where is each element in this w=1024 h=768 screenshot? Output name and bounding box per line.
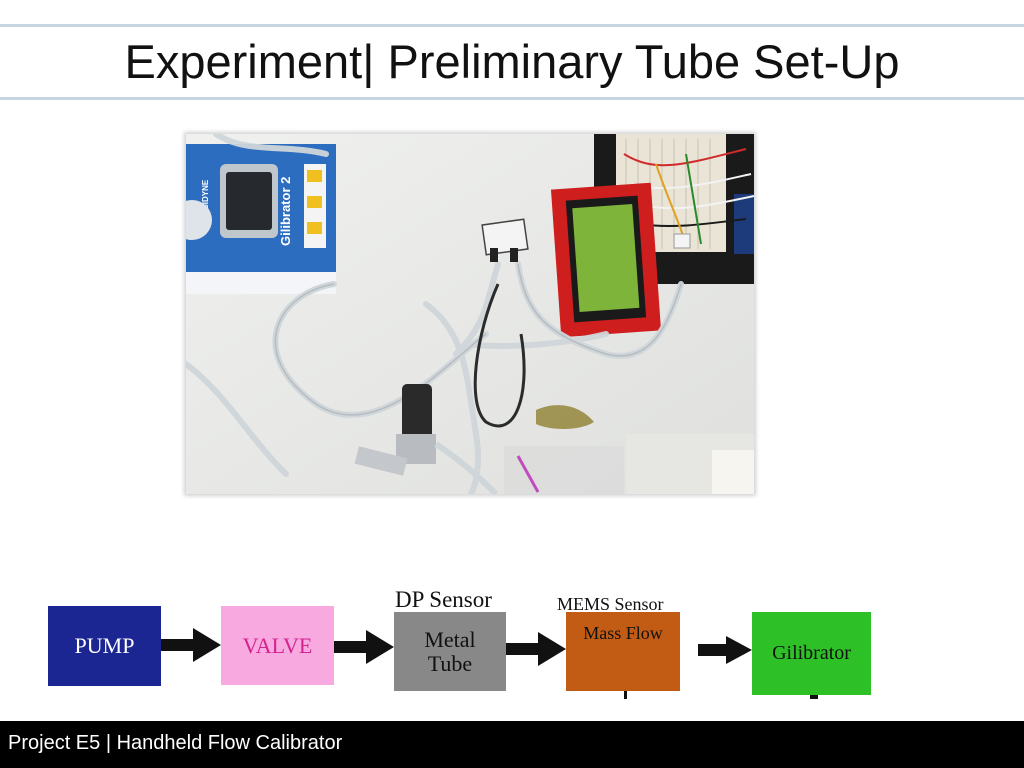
metal-tube-box: Metal Tube [394,612,506,691]
gilibrator-tick-mark [810,695,818,699]
arrow-massflow-to-gilibrator [698,636,752,664]
arrow-tube-to-massflow [506,632,566,666]
setup-photo: Gilibrator 2 SENSIDYNE [186,134,754,494]
lcd-screen [572,204,640,312]
gilibrator-box: Gilibrator [752,612,871,695]
mass-flow-box: Mass Flow [566,612,680,691]
metal-tube-line1: Metal [424,627,476,653]
mass-flow-tick-mark [624,691,627,699]
title-bottom-rule [0,97,1024,100]
mems-sensor-label: MEMS Sensor [557,594,664,614]
arrow-valve-to-tube [334,630,394,664]
gilibrator-device-name: Gilibrator 2 [278,177,293,246]
title-top-rule [0,24,1024,27]
metal-tube-line2: Tube [427,650,473,676]
dp-sensor-label: DP Sensor [395,587,492,612]
metal-tube [473,283,526,428]
slide-title: Experiment| Preliminary Tube Set-Up [124,35,900,88]
arrow-pump-to-valve [161,628,221,662]
pump-box: PUMP [48,606,161,686]
gilibrator-display [226,172,272,230]
device-brand: SENSIDYNE [201,179,210,226]
footer-bar: Project E5 | Handheld Flow Calibrator [0,721,1024,768]
zip-bag [504,446,624,494]
setup-photo-illustration: Gilibrator 2 SENSIDYNE [186,134,754,494]
valve-box: VALVE [221,606,334,685]
footer-text: Project E5 | Handheld Flow Calibrator [8,732,343,754]
needle-valve [402,384,432,440]
dp-sensor [481,218,529,256]
